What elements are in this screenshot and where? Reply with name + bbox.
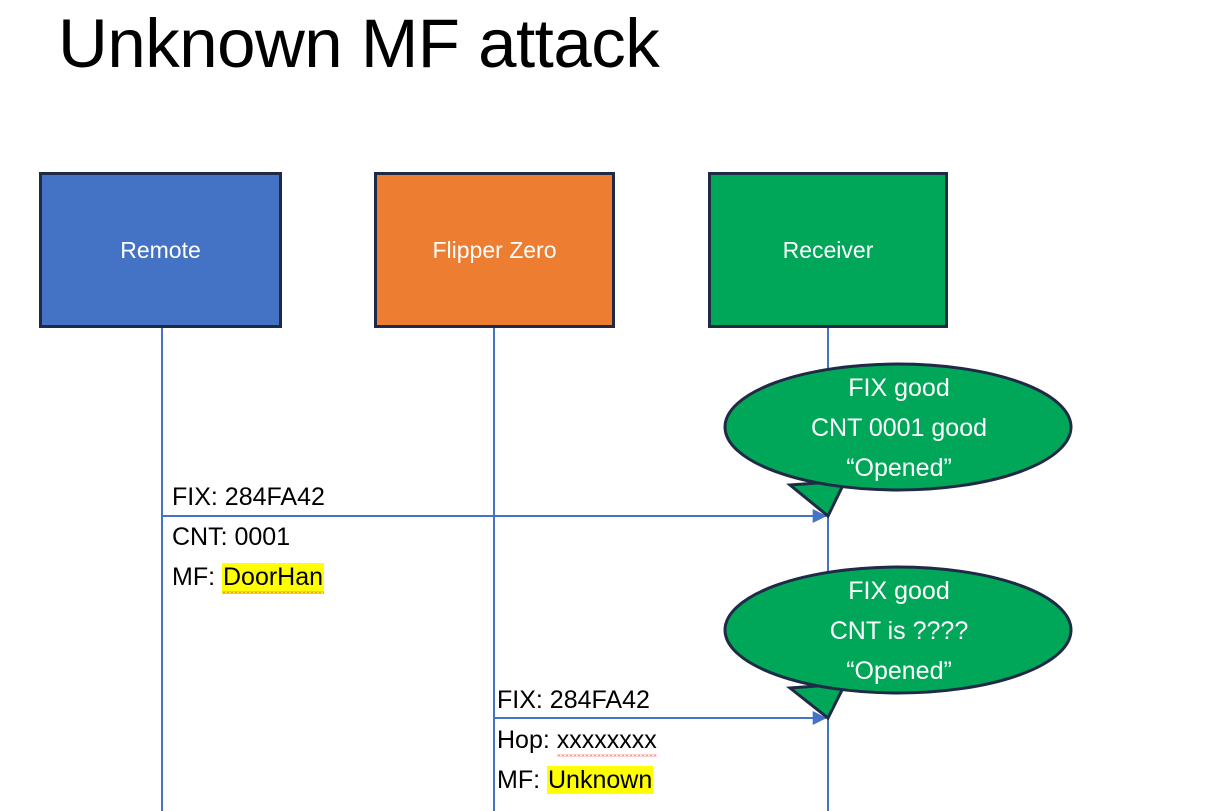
- message-1-line-2: CNT: 0001: [172, 517, 325, 557]
- message-2-line-1: FIX: 284FA42: [497, 680, 657, 720]
- speech-bubble-2-line-3: “Opened”: [846, 657, 952, 685]
- message-1-line-1-prefix: FIX:: [172, 483, 225, 511]
- actor-box-remote[interactable]: Remote: [39, 172, 282, 328]
- message-1-line-3-value: DoorHan: [222, 563, 324, 594]
- speech-bubble-2-line-2: CNT is ????: [829, 617, 969, 645]
- speech-bubble-2-line-1: FIX good: [848, 577, 950, 605]
- speech-bubble-1-line-2: CNT 0001 good: [810, 414, 988, 442]
- message-2-line-1-value: 284FA42: [549, 686, 650, 714]
- message-1-line-1-value: 284FA42: [224, 483, 325, 511]
- actor-box-receiver[interactable]: Receiver: [708, 172, 948, 328]
- actor-label-remote: Remote: [120, 236, 201, 263]
- message-1-line-3: MF: DoorHan: [172, 557, 325, 597]
- message-2-line-3-value: Unknown: [547, 766, 654, 794]
- message-2-line-3: MF: Unknown: [497, 760, 657, 800]
- message-1-line-3-prefix: MF:: [172, 563, 222, 591]
- message-2-line-2: Hop: xxxxxxxx: [497, 720, 657, 760]
- page-title: Unknown MF attack: [58, 5, 660, 82]
- actor-box-flipper-zero[interactable]: Flipper Zero: [374, 172, 615, 328]
- speech-bubble-1-text: FIX good CNT 0001 good “Opened”: [725, 368, 1073, 488]
- message-1-line-2-value: 0001: [234, 523, 291, 551]
- message-2-line-2-prefix: Hop:: [497, 726, 557, 754]
- speech-bubble-1-line-3: “Opened”: [846, 454, 952, 482]
- message-1-line-1: FIX: 284FA42: [172, 477, 325, 517]
- message-2-line-3-prefix: MF:: [497, 766, 547, 794]
- message-1-labels: FIX: 284FA42 CNT: 0001 MF: DoorHan: [172, 477, 325, 597]
- speech-bubble-1-line-1: FIX good: [848, 374, 950, 402]
- speech-bubble-2-text: FIX good CNT is ???? “Opened”: [725, 571, 1073, 691]
- message-2-labels: FIX: 284FA42 Hop: xxxxxxxx MF: Unknown: [497, 680, 657, 800]
- message-2-line-1-prefix: FIX:: [497, 686, 550, 714]
- message-2-line-2-value: xxxxxxxx: [556, 726, 657, 757]
- message-1-line-2-prefix: CNT:: [172, 523, 235, 551]
- actor-label-receiver: Receiver: [782, 236, 874, 263]
- actor-label-flipper-zero: Flipper Zero: [432, 236, 557, 263]
